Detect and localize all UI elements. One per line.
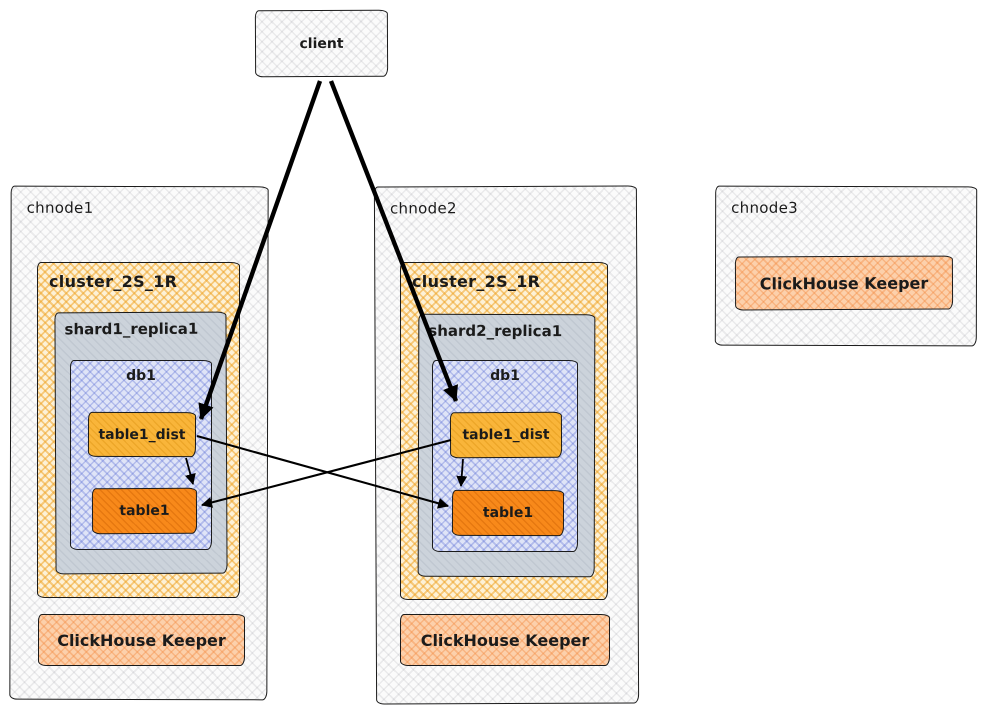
db-label: db1 [126,368,156,384]
db-label: db1 [490,368,520,384]
cluster-label: cluster_2S_1R [49,272,178,291]
table1-label: table1 [482,504,534,522]
table1-dist-label: table1_dist [462,426,550,444]
keeper-label: ClickHouse Keeper [759,273,929,293]
keeper-box-chnode2: ClickHouse Keeper [400,614,610,666]
cluster-label: cluster_2S_1R [412,272,541,291]
table1-box-chnode1: table1 [91,487,198,535]
node-label: chnode1 [26,198,94,217]
client-label: client [299,35,344,52]
node-label: chnode3 [731,198,799,217]
shard-label: shard2_replica1 [428,321,563,341]
node-label: chnode2 [389,199,457,218]
shard-label: shard1_replica1 [64,319,199,339]
client-box: client [254,9,389,78]
keeper-label: ClickHouse Keeper [57,630,226,650]
table1-dist-box-chnode1: table1_dist [87,411,197,458]
table1-label: table1 [119,502,170,520]
keeper-box-chnode3: ClickHouse Keeper [734,255,954,311]
table1-dist-box-chnode2: table1_dist [449,411,563,459]
keeper-label: ClickHouse Keeper [420,630,590,650]
keeper-box-chnode1: ClickHouse Keeper [38,614,245,666]
table1-box-chnode2: table1 [451,489,565,537]
table1-dist-label: table1_dist [98,426,186,443]
